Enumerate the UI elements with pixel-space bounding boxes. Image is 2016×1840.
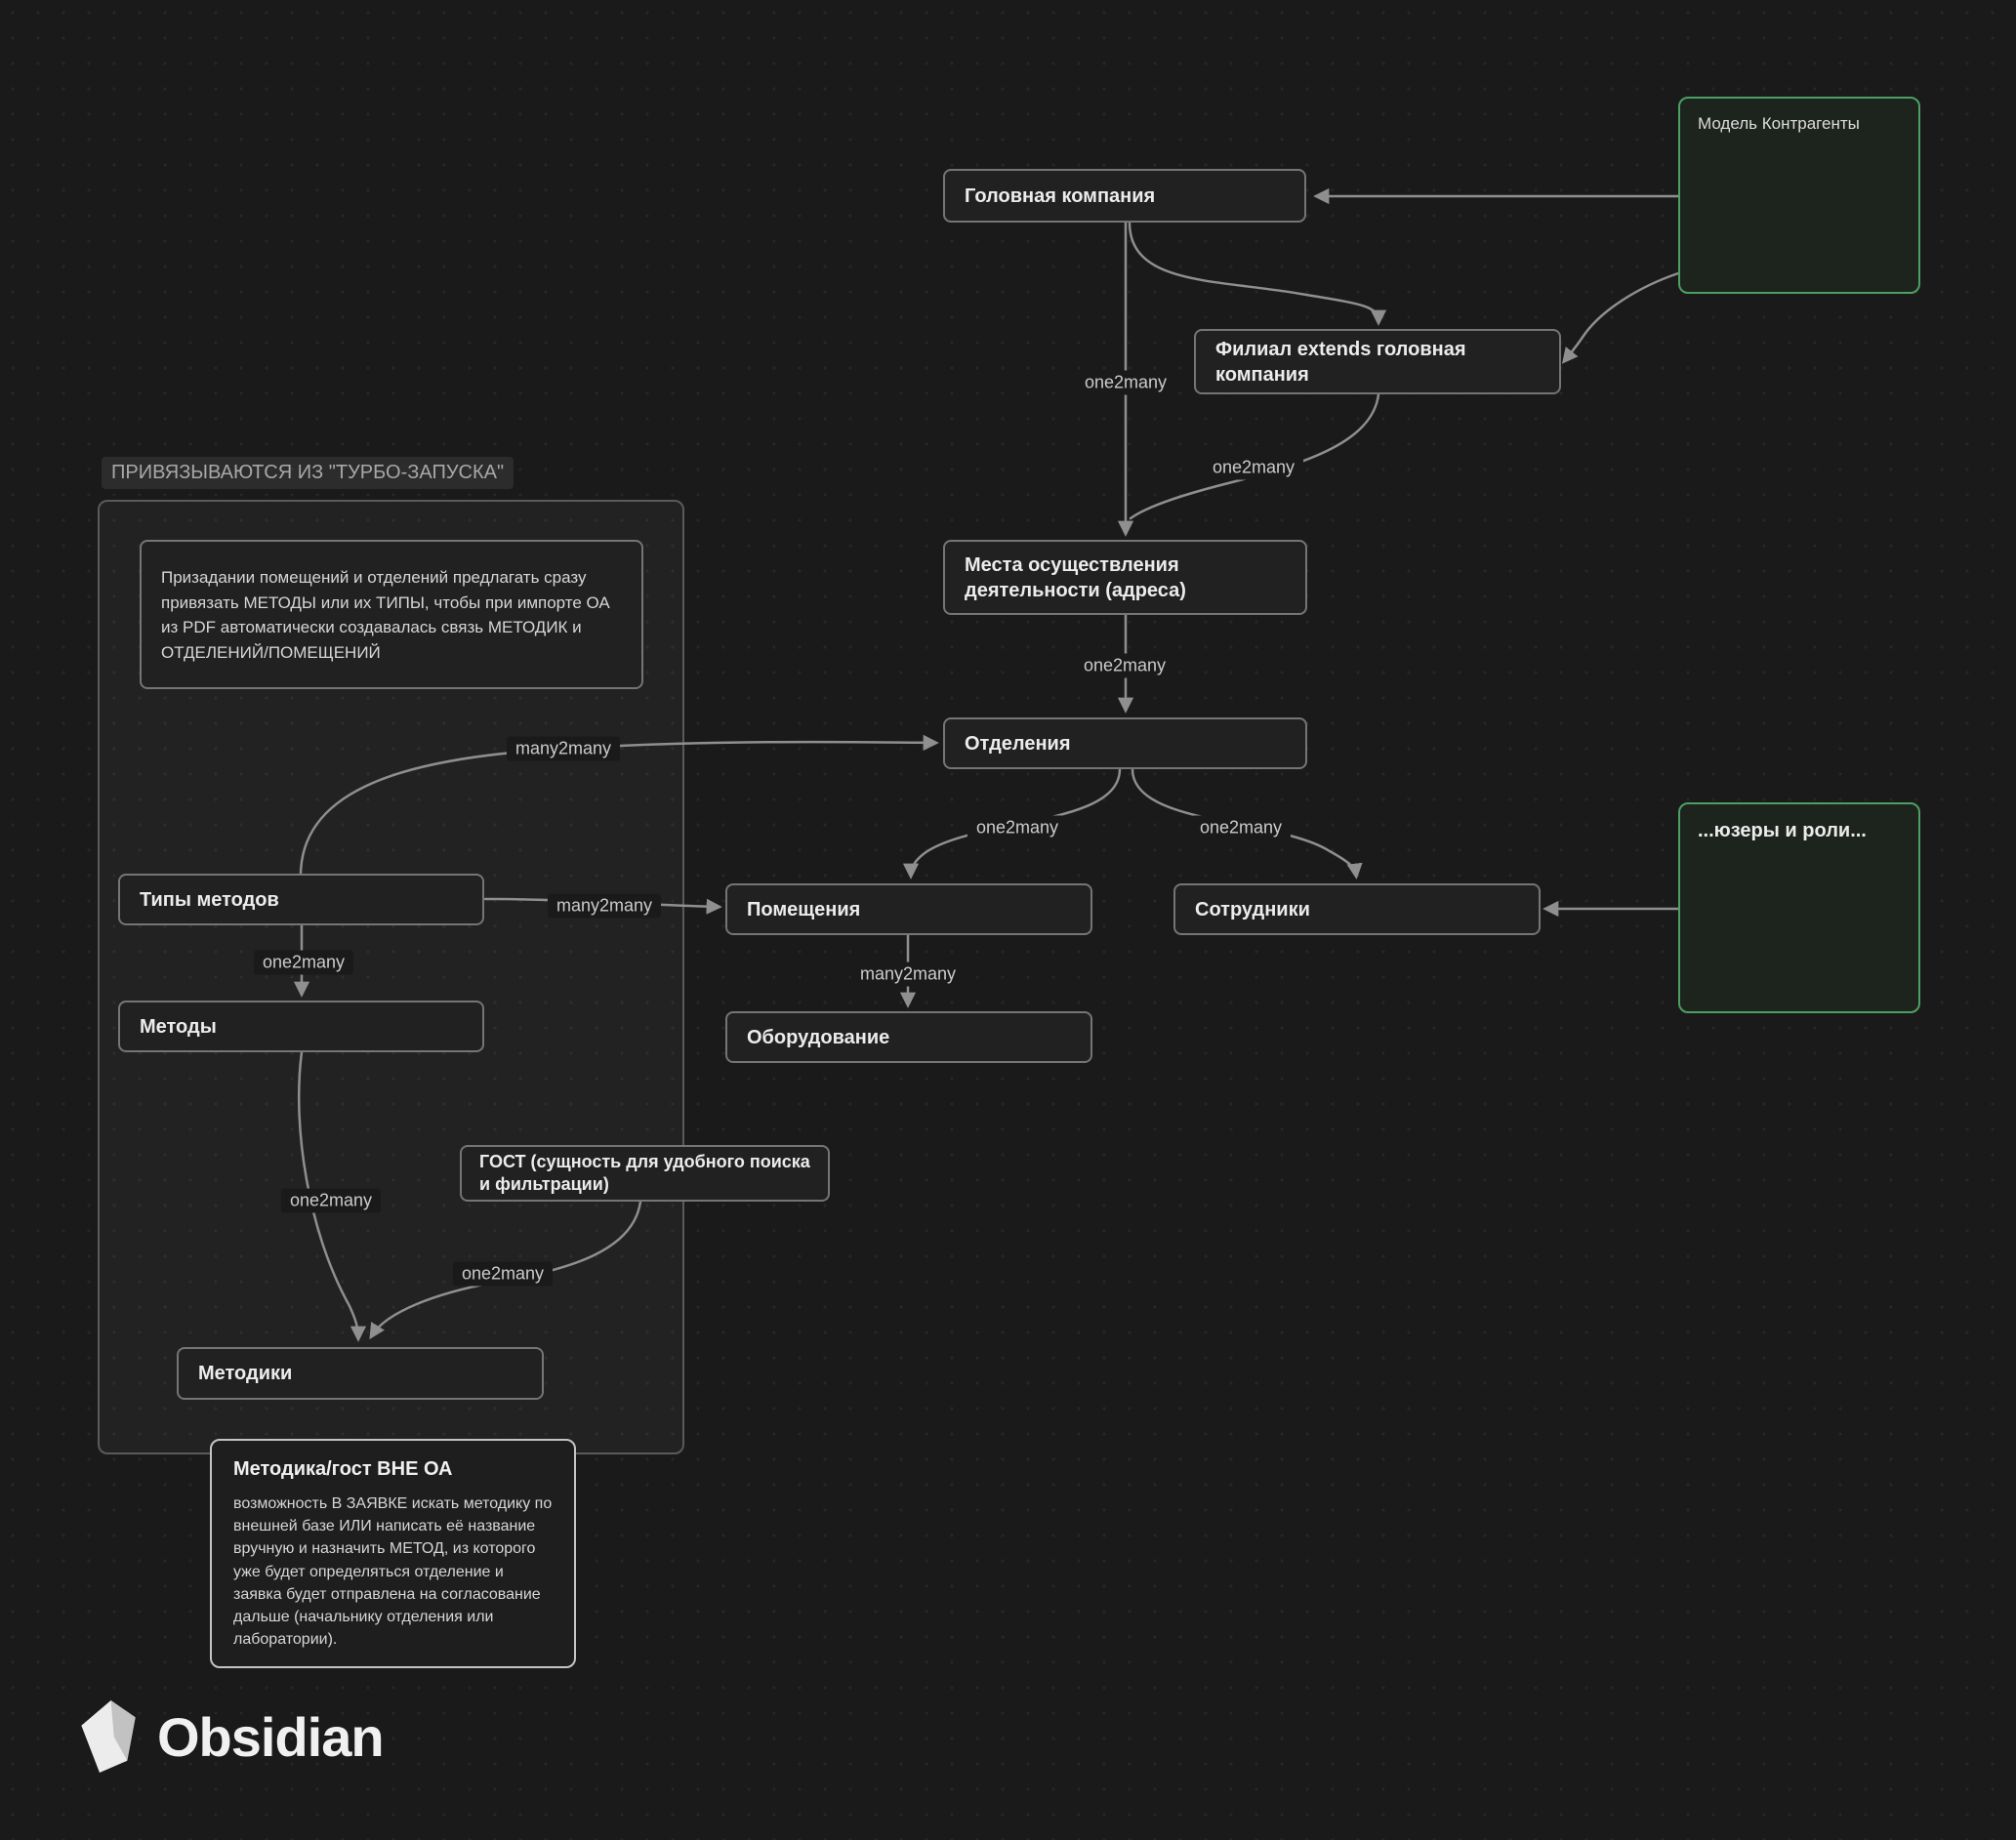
node-filial[interactable]: Филиал extends головная компания bbox=[1194, 329, 1561, 394]
node-otdeleniya[interactable]: Отделения bbox=[943, 717, 1307, 769]
node-label: Отделения bbox=[965, 732, 1071, 755]
edge-model-to-filial bbox=[1561, 271, 1680, 364]
edge-label-filial-mesta[interactable]: one2many bbox=[1203, 455, 1304, 480]
note-text: Призадании помещений и отделений предлаг… bbox=[161, 568, 610, 662]
node-metodika-vne-oa[interactable]: Методика/гост ВНЕ ОА возможность В ЗАЯВК… bbox=[210, 1439, 576, 1668]
node-label: Типы методов bbox=[140, 888, 279, 911]
edge-label-tipy-pomeshcheniya[interactable]: many2many bbox=[547, 893, 662, 919]
edge-label-golovnaya-mesta[interactable]: one2many bbox=[1075, 370, 1176, 395]
edge-label-otdeleniya-pomeshcheniya[interactable]: one2many bbox=[967, 815, 1068, 840]
node-tipy-metodov[interactable]: Типы методов bbox=[118, 874, 484, 925]
edge-golovnaya-to-filial bbox=[1128, 221, 1387, 326]
node-label: Сотрудники bbox=[1195, 898, 1310, 920]
node-label: ГОСТ (сущность для удобного поиска и фил… bbox=[479, 1151, 810, 1194]
node-pomeshcheniya[interactable]: Помещения bbox=[725, 883, 1092, 935]
node-body: возможность В ЗАЯВКЕ искать методику по … bbox=[233, 1495, 553, 1649]
node-label: Оборудование bbox=[747, 1026, 890, 1048]
node-model-kontragenty[interactable]: Модель Контрагенты bbox=[1678, 97, 1920, 294]
obsidian-logo-icon bbox=[81, 1700, 136, 1773]
obsidian-branding: Obsidian bbox=[80, 1700, 385, 1773]
edge-label-gost-metodiki[interactable]: one2many bbox=[452, 1261, 554, 1287]
node-metodiki[interactable]: Методики bbox=[177, 1347, 544, 1400]
group-label-turbo-zapusk[interactable]: ПРИВЯЗЫВАЮТСЯ ИЗ "ТУРБО-ЗАПУСКА" bbox=[102, 457, 514, 489]
node-label: Филиал extends головная компания bbox=[1215, 338, 1466, 386]
edge-label-tipy-metody[interactable]: one2many bbox=[253, 950, 354, 975]
node-title: Методика/гост ВНЕ ОА bbox=[233, 1458, 453, 1480]
node-label: ...юзеры и роли... bbox=[1698, 820, 1867, 841]
node-label: Методы bbox=[140, 1015, 217, 1038]
node-label: Методики bbox=[198, 1363, 293, 1384]
node-label: Модель Контрагенты bbox=[1698, 114, 1860, 133]
edge-label-tipy-otdeleniya[interactable]: many2many bbox=[506, 736, 621, 761]
edge-label-pomeshcheniya-oborudovanie[interactable]: many2many bbox=[850, 961, 966, 987]
edge-label-metody-metodiki[interactable]: one2many bbox=[280, 1188, 382, 1213]
node-gost[interactable]: ГОСТ (сущность для удобного поиска и фил… bbox=[460, 1145, 830, 1202]
node-sotrudniki[interactable]: Сотрудники bbox=[1173, 883, 1541, 935]
edge-label-otdeleniya-sotrudniki[interactable]: one2many bbox=[1190, 815, 1292, 840]
node-metody[interactable]: Методы bbox=[118, 1001, 484, 1052]
node-users-roles[interactable]: ...юзеры и роли... bbox=[1678, 802, 1920, 1013]
node-label: Помещения bbox=[747, 898, 861, 920]
node-golovnaya-kompaniya[interactable]: Головная компания bbox=[943, 169, 1306, 223]
node-turbo-note[interactable]: Призадании помещений и отделений предлаг… bbox=[140, 540, 643, 689]
node-mesta-deyatelnosti[interactable]: Места осуществления деятельности (адреса… bbox=[943, 540, 1307, 615]
node-label: Места осуществления деятельности (адреса… bbox=[965, 553, 1186, 601]
obsidian-wordmark: Obsidian bbox=[157, 1705, 385, 1768]
node-label: Головная компания bbox=[965, 184, 1156, 207]
edge-label-mesta-otdeleniya[interactable]: one2many bbox=[1074, 653, 1175, 678]
node-oborudovanie[interactable]: Оборудование bbox=[725, 1011, 1092, 1063]
